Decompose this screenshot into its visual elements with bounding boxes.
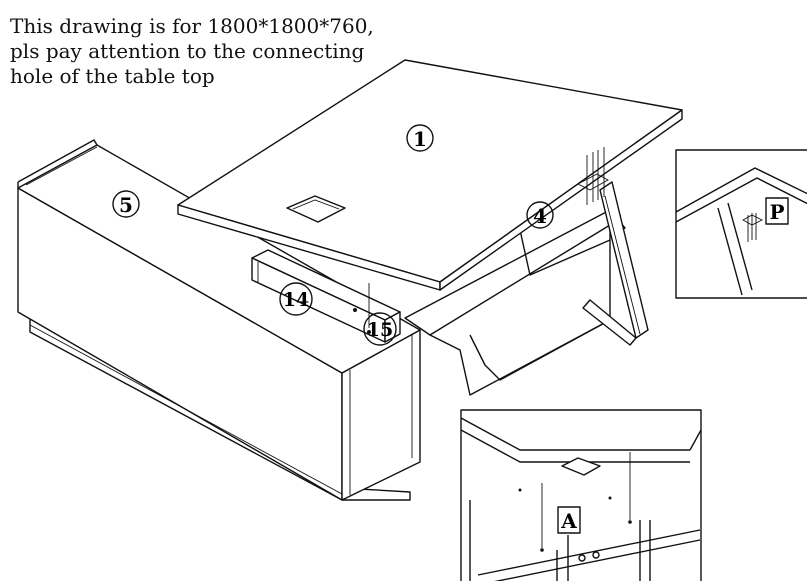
- svg-text:15: 15: [367, 319, 393, 341]
- detail-a-label: A: [560, 509, 577, 533]
- svg-text:5: 5: [119, 193, 133, 217]
- svg-text:1: 1: [413, 127, 427, 151]
- table-top: [177, 59, 683, 291]
- support-beam: [251, 249, 401, 343]
- side-cabinet: [17, 139, 421, 501]
- note-line-2: pls pay attention to the connecting: [10, 39, 365, 63]
- note-line-3: hole of the table top: [10, 64, 215, 88]
- detail-a: A: [460, 409, 702, 581]
- detail-p: P: [675, 149, 807, 299]
- part-label-table-top: 1: [406, 124, 434, 152]
- note-line-1: This drawing is for 1800*1800*760,: [10, 14, 374, 38]
- part-label-beam: 14: [279, 282, 313, 316]
- leg-frame: [404, 181, 649, 396]
- part-label-side-cabinet: 5: [112, 190, 140, 218]
- part-label-leg-frame: 4: [526, 201, 554, 229]
- svg-text:4: 4: [533, 204, 547, 228]
- part-label-connector: 15: [363, 312, 397, 346]
- drawing-note: This drawing is for 1800*1800*760, pls p…: [10, 14, 410, 89]
- svg-text:14: 14: [283, 289, 309, 311]
- detail-p-label: P: [769, 200, 784, 224]
- connecting-bolts: [367, 147, 609, 334]
